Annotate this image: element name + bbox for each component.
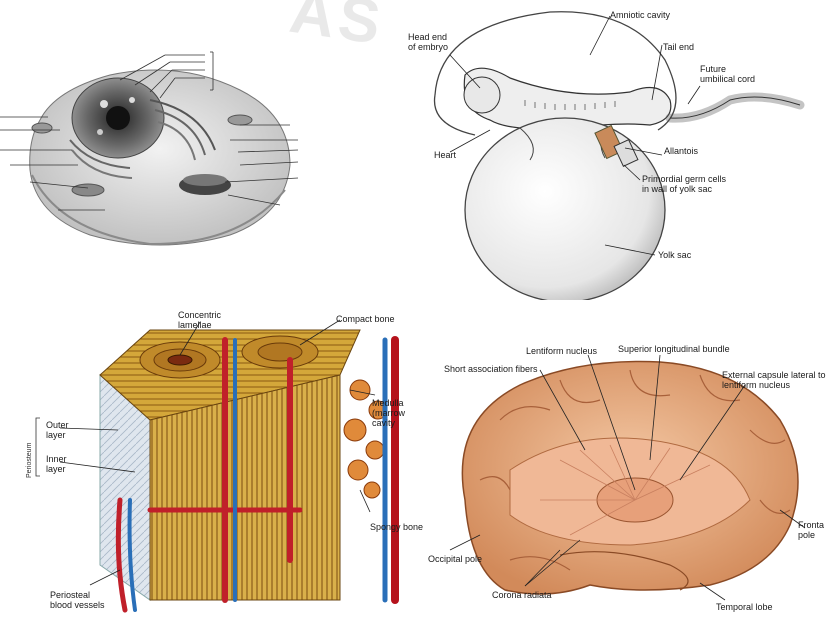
label-external-capsule: External capsule lateral to lentiform nu… <box>722 370 826 390</box>
label-concentric-lamellae: Concentric lamellae <box>178 310 221 330</box>
label-allantois: Allantois <box>664 146 698 156</box>
label-compact-bone: Compact bone <box>336 314 395 324</box>
bone-diagram: Concentric lamellae Compact bone Medulla… <box>0 300 410 619</box>
label-yolk-sac: Yolk sac <box>658 250 691 260</box>
label-medullary-cavity: Medulla (marrow cavity <box>372 398 405 428</box>
label-temporal-lobe: Temporal lobe <box>716 602 773 612</box>
cell-illustration <box>0 0 300 260</box>
label-outer-layer: Outer layer <box>46 420 69 440</box>
label-amniotic-cavity: Amniotic cavity <box>610 10 670 20</box>
label-periosteal-blood-vessels: Periosteal blood vessels <box>50 590 105 610</box>
label-primordial-germ-cells: Primordial germ cells in wall of yolk sa… <box>642 174 726 194</box>
watermark-text: AS <box>286 0 389 59</box>
label-superior-longitudinal-bundle: Superior longitudinal bundle <box>618 344 730 354</box>
cell-diagram <box>0 0 300 260</box>
label-periosteum: Periosteum <box>26 443 33 478</box>
label-tail-end: Tail end <box>663 42 694 52</box>
brain-diagram: Short association fibers Lentiform nucle… <box>410 300 828 619</box>
label-short-association-fibers: Short association fibers <box>444 364 538 374</box>
embryo-illustration <box>400 0 828 300</box>
label-occipital-pole: Occipital pole <box>428 554 482 564</box>
label-lentiform-nucleus: Lentiform nucleus <box>526 346 597 356</box>
label-heart: Heart <box>434 150 456 160</box>
label-head-end: Head end of embryo <box>408 32 448 52</box>
embryo-diagram: Amniotic cavity Head end of embryo Tail … <box>400 0 828 300</box>
label-inner-layer: Inner layer <box>46 454 67 474</box>
label-future-umbilical-cord: Future umbilical cord <box>700 64 755 84</box>
label-frontal-pole: Fronta pole <box>798 520 824 540</box>
label-corona-radiata: Corona radiata <box>492 590 552 600</box>
